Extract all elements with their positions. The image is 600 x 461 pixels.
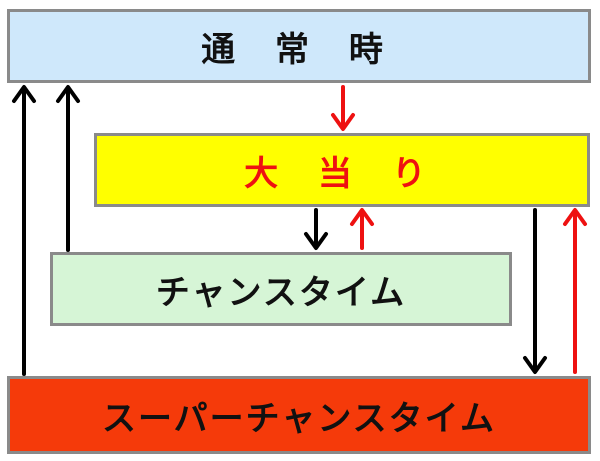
arrow-chance-time-to-normal [56, 85, 80, 252]
arrow-big-win-to-super-chance-time [523, 208, 547, 374]
arrow-big-win-to-chance-time [304, 208, 328, 250]
state-chance-time-label: チャンスタイム [155, 272, 407, 313]
state-normal-label: 通 常 時 [201, 29, 397, 70]
state-super-chance-time-box: スーパーチャンスタイム [7, 376, 591, 454]
arrow-chance-time-to-big-win [350, 208, 374, 250]
state-chance-time-box: チャンスタイム [50, 252, 512, 326]
state-super-chance-time-label: スーパーチャンスタイム [102, 398, 496, 439]
arrow-normal-to-big-win [331, 85, 355, 131]
state-big-win-label: 大 当 り [244, 153, 440, 194]
arrow-super-chance-time-to-normal [12, 85, 36, 376]
arrow-super-chance-time-to-big-win [563, 208, 587, 374]
state-big-win-box: 大 当 り [94, 133, 590, 207]
state-normal-box: 通 常 時 [7, 9, 591, 83]
